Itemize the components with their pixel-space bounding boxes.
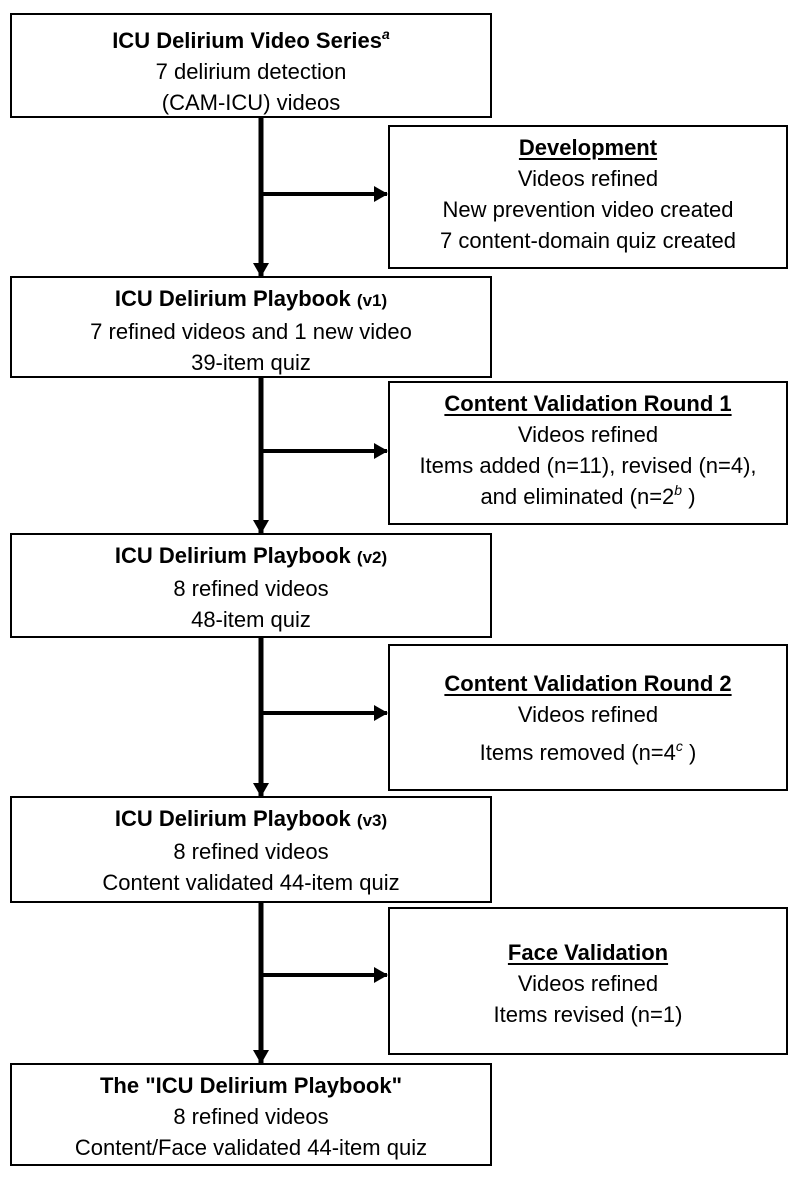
box-playbook-v2-line-2: 48-item quiz — [191, 607, 311, 632]
box-playbook-v3-title: ICU Delirium Playbook — [114, 806, 351, 831]
box-playbook-v2-title: ICU Delirium Playbook — [114, 543, 351, 568]
box-playbook-v1-line-2: 39-item quiz — [191, 350, 311, 375]
box-content-validation-1-close: ) — [682, 484, 696, 509]
box-video-series-title: ICU Delirium Video Series — [112, 28, 382, 53]
box-content-validation-1: Content Validation Round 1 Videos refine… — [388, 381, 788, 525]
box-development-line-3: 7 content-domain quiz created — [440, 228, 736, 253]
box-content-validation-2-line-1: Videos refined — [517, 702, 659, 727]
box-playbook-v1-title: ICU Delirium Playbook — [114, 286, 351, 311]
box-content-validation-1-line-2: Items added (n=11), revised (n=4), — [419, 453, 757, 478]
box-playbook-v1: ICU Delirium Playbook (v1) 7 refined vid… — [10, 276, 492, 378]
box-development: Development Videos refined New preventio… — [388, 125, 788, 269]
box-playbook-v3-line-2: Content validated 44-item quiz — [102, 870, 400, 895]
box-content-validation-2-close: ) — [682, 740, 697, 765]
box-content-validation-2-line-2: Items removed (n=4 — [479, 740, 676, 765]
box-content-validation-1-line-1: Videos refined — [517, 422, 659, 447]
box-playbook-v2: ICU Delirium Playbook (v2) 8 refined vid… — [10, 533, 492, 638]
version-label-v3: (v3) — [356, 811, 388, 830]
box-face-validation-line-2: Items revised (n=1) — [493, 1002, 683, 1027]
box-development-line-1: Videos refined — [517, 166, 659, 191]
footnote-b: b — [674, 482, 683, 498]
box-face-validation-title: Face Validation — [507, 940, 669, 965]
footnote-a: a — [382, 26, 390, 42]
box-final-playbook-line-1: 8 refined videos — [173, 1104, 329, 1129]
box-content-validation-2-title: Content Validation Round 2 — [444, 671, 732, 696]
box-video-series-line-2: (CAM-ICU) videos — [161, 90, 341, 115]
box-video-series-line-1: 7 delirium detection — [155, 59, 347, 84]
box-playbook-v3: ICU Delirium Playbook (v3) 8 refined vid… — [10, 796, 492, 903]
box-content-validation-1-title: Content Validation Round 1 — [444, 391, 732, 416]
version-label-v2: (v2) — [356, 548, 388, 567]
box-playbook-v2-line-1: 8 refined videos — [173, 576, 329, 601]
box-face-validation-line-1: Videos refined — [517, 971, 659, 996]
box-final-playbook-line-2: Content/Face validated 44-item quiz — [74, 1135, 428, 1160]
version-label-v1: (v1) — [356, 291, 388, 310]
box-final-playbook: The "ICU Delirium Playbook" 8 refined vi… — [10, 1063, 492, 1166]
box-development-title: Development — [518, 135, 658, 160]
box-face-validation: Face Validation Videos refined Items rev… — [388, 907, 788, 1055]
box-development-line-2: New prevention video created — [442, 197, 734, 222]
box-video-series: ICU Delirium Video Seriesa 7 delirium de… — [10, 13, 492, 118]
box-final-playbook-title: The "ICU Delirium Playbook" — [99, 1073, 403, 1098]
box-content-validation-2: Content Validation Round 2 Videos refine… — [388, 644, 788, 791]
box-content-validation-1-line-3: and eliminated (n=2 — [480, 484, 675, 509]
box-playbook-v1-line-1: 7 refined videos and 1 new video — [90, 319, 412, 344]
box-playbook-v3-line-1: 8 refined videos — [173, 839, 329, 864]
footnote-c: c — [675, 738, 683, 754]
